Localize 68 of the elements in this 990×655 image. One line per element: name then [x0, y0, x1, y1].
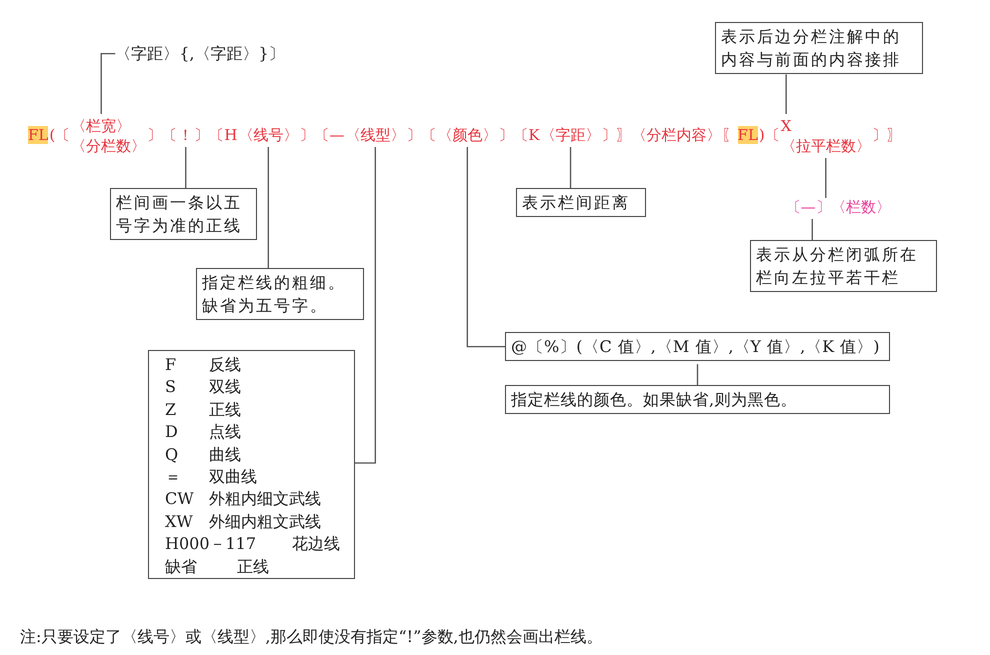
line-type-name: 反线 [209, 355, 241, 374]
callout-text: 表示从分栏闭弧所在栏向左拉平若干栏 [756, 244, 919, 290]
line-type-name: 外细内粗文武线 [209, 512, 321, 531]
leader-line [100, 52, 116, 114]
callout-box [750, 240, 937, 292]
syntax-text: 〕〔K [498, 126, 540, 144]
syntax-parameter: 〈线型〉 [345, 126, 406, 144]
syntax-parameter: 〈拉平栏数〉 [780, 137, 871, 155]
callout-text: 指定栏线的颜色。如果缺省,则为黑色。 [511, 389, 798, 411]
line-type-name: 外粗内细文武线 [209, 489, 321, 509]
syntax-parameter: 〈字距〉 [540, 126, 601, 144]
leader-line [696, 364, 698, 385]
line-type-code: CW [165, 489, 194, 509]
line-type-name: 正线 [237, 556, 269, 576]
line-type-code: S [165, 377, 176, 397]
syntax-parameter: 〔—〕〈栏数〉 [786, 198, 891, 216]
line-type-list-box [148, 350, 355, 579]
line-type-code: ＝ [165, 467, 181, 486]
line-type-name: 曲线 [209, 444, 241, 464]
leader-line [785, 74, 787, 114]
syntax-text: 〈分栏数〉 [71, 137, 146, 155]
syntax-text: 〕〗 [872, 126, 902, 144]
callout-text: 栏间画一条以五号字为准的正线 [116, 192, 243, 238]
syntax-text: 〕〔 [406, 126, 436, 144]
callout-box [110, 188, 257, 240]
syntax-text: )〔 [758, 126, 780, 144]
callout-text: @〔%〕(〈C 值〉,〈M 值〉,〈Y 值〉,〈K 值〉) [511, 336, 881, 358]
syntax-parameter: 〈颜色〉 [437, 126, 498, 144]
callout-box [505, 332, 890, 362]
syntax-parameter: 〈线号〉 [238, 126, 298, 144]
syntax-text: FL [28, 126, 48, 144]
line-type-name: 双线 [209, 377, 241, 397]
line-type-code: XW [165, 512, 193, 531]
syntax-text: 〕〗〈分栏内容〉〖 [602, 126, 737, 144]
leader-line [466, 147, 505, 348]
syntax-text: (〔 [49, 126, 70, 144]
leader-line [268, 147, 269, 268]
leader-line [825, 158, 826, 198]
line-type-name: 点线 [209, 422, 241, 442]
line-type-code: D [165, 422, 178, 442]
syntax-parameter: X [780, 117, 792, 135]
line-type-code: 缺省 [165, 556, 197, 576]
callout-box [516, 188, 646, 218]
callout-box [715, 22, 923, 74]
syntax-parameter: 〈栏宽〉 [71, 117, 132, 135]
leader-line [570, 147, 572, 188]
footnote: 注:只要设定了〈线号〉或〈线型〉,那么即使没有指定“!”参数,也仍然会画出栏线。 [20, 627, 602, 646]
syntax-text: 〕〔— [299, 126, 344, 144]
line-type-code: Z [165, 400, 176, 419]
line-type-code: F [165, 355, 176, 374]
line-type-code: Q [165, 444, 178, 464]
line-type-code: H000－117 [165, 534, 256, 554]
callout-text: 表示后边分栏注解中的内容与前面的内容接排 [721, 26, 902, 72]
syntax-text: FL [738, 126, 758, 144]
leader-line [812, 219, 813, 240]
leader-line [185, 147, 186, 188]
line-type-name: 双曲线 [209, 467, 257, 486]
callout-text: 表示栏间距离 [522, 192, 631, 214]
syntax-parameter: 〈字距〉{,〈字距〉}〕 [115, 44, 285, 64]
callout-text: 指定栏线的粗细。缺省为五号字。 [202, 272, 347, 318]
leader-line [355, 147, 376, 464]
syntax-text: 〕〔 [147, 126, 178, 144]
line-type-name: 花边线 [292, 534, 340, 554]
line-type-name: 正线 [209, 400, 241, 419]
callout-box [505, 385, 890, 414]
syntax-text: 〕〔H [194, 126, 238, 144]
syntax-parameter: ！ [178, 126, 194, 144]
callout-box [196, 268, 364, 320]
